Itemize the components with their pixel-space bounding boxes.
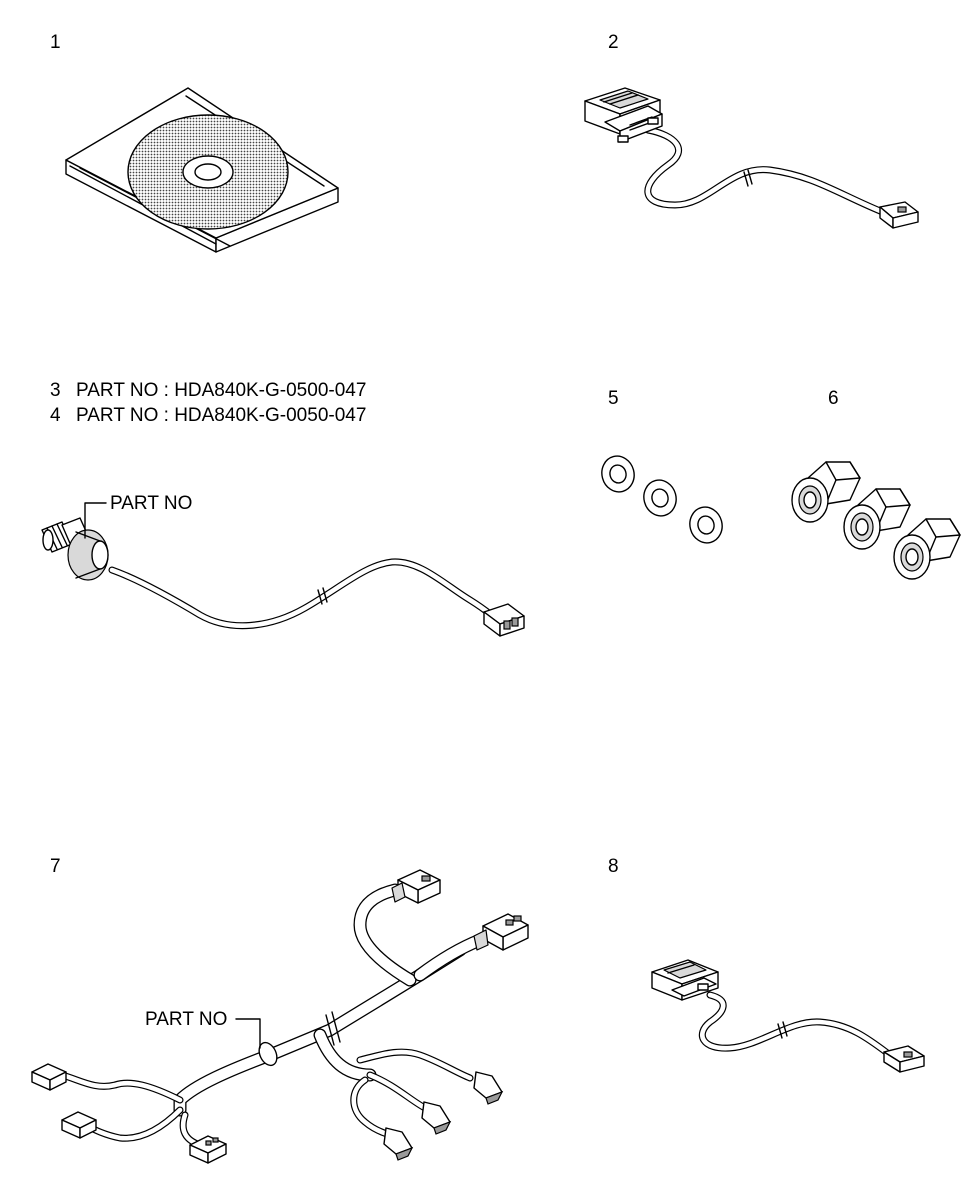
hex-nut-3 (893, 518, 961, 580)
harness-plug-2 (421, 1101, 452, 1135)
part-number-line-4: PART NO : HDA840K-G-0050-047 (76, 405, 367, 426)
hex-nut-2 (843, 488, 911, 550)
item-number-3: 3 (50, 380, 61, 401)
item-number-8: 8 (608, 856, 619, 877)
item-number-1: 1 (50, 32, 61, 53)
harness-plug-3 (383, 1127, 414, 1161)
sensor-part-no-callout: PART NO (110, 493, 193, 514)
washer-2 (643, 479, 677, 517)
washer-1 (601, 455, 635, 493)
item-number-6: 6 (828, 388, 839, 409)
harness-part-no-callout: PART NO (145, 1009, 228, 1030)
item-number-7: 7 (50, 856, 61, 877)
hex-nut-1 (791, 461, 861, 523)
washer-3 (689, 506, 723, 544)
item-number-5: 5 (608, 388, 619, 409)
item-number-4: 4 (50, 405, 61, 426)
harness-plug-1 (473, 1071, 504, 1105)
item-number-2: 2 (608, 32, 619, 53)
part-number-line-3: PART NO : HDA840K-G-0500-047 (76, 380, 367, 401)
